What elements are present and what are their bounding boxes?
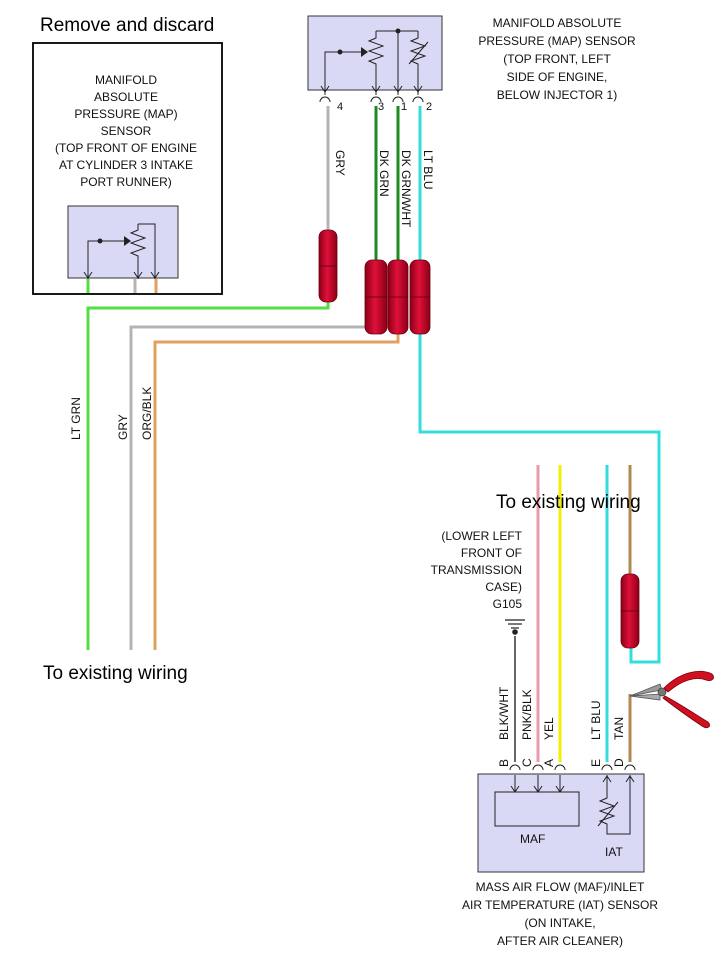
remove-discard-panel: Remove and discard MANIFOLD ABSOLUTE PRE…	[32, 15, 223, 295]
to-existing-wiring-left: To existing wiring	[43, 663, 188, 684]
wire-label-tan: TAN	[612, 717, 626, 740]
wire-label-yel: YEL	[542, 717, 556, 740]
maf-sensor-line: MASS AIR FLOW (MAF)/INLET	[476, 880, 645, 894]
maf-pin-caps	[509, 764, 636, 771]
ground-label: (LOWER LEFT FRONT OF TRANSMISSION CASE) …	[431, 529, 523, 611]
wire-label-lt-blu: LT BLU	[421, 150, 435, 190]
maf-pin-letters: B C A E D	[497, 758, 626, 767]
maf-pin-label: A	[542, 759, 556, 767]
new-sensor-line: BELOW INJECTOR 1)	[497, 88, 617, 102]
wire-label-org-blk: ORG/BLK	[140, 387, 154, 440]
old-map-sensor-box	[67, 205, 179, 279]
maf-sensor-line: (ON INTAKE,	[524, 916, 595, 930]
butt-connectors	[318, 229, 640, 649]
new-sensor-line: MANIFOLD ABSOLUTE	[493, 16, 622, 30]
maf-wire-labels: BLK/WHT PNK/BLK YEL LT BLU TAN	[497, 686, 626, 740]
new-sensor-line: PRESSURE (MAP) SENSOR	[478, 34, 636, 48]
new-sensor-line: SIDE OF ENGINE,	[507, 70, 608, 84]
wire-label-pnk-blk: PNK/BLK	[520, 689, 534, 740]
old-sensor-line: ABSOLUTE	[94, 90, 158, 104]
old-sensor-line: PORT RUNNER)	[80, 175, 172, 189]
harness-wire-labels: LT GRN GRY ORG/BLK	[69, 387, 154, 440]
wire-lt-grn	[86, 300, 330, 650]
remove-heading: Remove and discard	[40, 15, 214, 36]
maf-pin-label: B	[497, 759, 511, 767]
wire-label-lt-grn: LT GRN	[69, 397, 83, 440]
map-pin-label: 2	[426, 101, 432, 113]
old-sensor-line: SENSOR	[101, 124, 152, 138]
new-map-sensor	[307, 15, 443, 103]
wire-label-gry-left: GRY	[116, 414, 130, 440]
map-pin-label: 3	[378, 101, 384, 113]
wire-cutter-icon	[629, 671, 714, 729]
maf-pin-label: E	[589, 759, 603, 767]
maf-iat-sensor-box: MAF IAT	[477, 773, 645, 873]
maf-sensor-label: MASS AIR FLOW (MAF)/INLET AIR TEMPERATUR…	[462, 880, 658, 948]
maf-sensor-line: AFTER AIR CLEANER)	[497, 934, 623, 948]
ground-line: (LOWER LEFT	[441, 529, 522, 543]
ground-line: CASE)	[485, 580, 522, 594]
maf-label: MAF	[520, 832, 545, 846]
maf-sensor-line: AIR TEMPERATURE (IAT) SENSOR	[462, 898, 658, 912]
ground-symbol-icon	[505, 619, 525, 635]
old-sensor-line: AT CYLINDER 3 INTAKE	[59, 158, 193, 172]
maf-pin-label: D	[612, 758, 626, 767]
wire-label-gry: GRY	[333, 150, 347, 176]
wire-lt-blu-run	[418, 332, 661, 664]
wire-label-blk-wht: BLK/WHT	[497, 686, 511, 740]
maf-pin-label: C	[520, 758, 534, 767]
old-sensor-label: MANIFOLD ABSOLUTE PRESSURE (MAP) SENSOR …	[55, 73, 197, 189]
new-sensor-line: (TOP FRONT, LEFT	[503, 52, 611, 66]
ground-line: TRANSMISSION	[431, 563, 522, 577]
map-pin-numbers: 4 3 1 2	[337, 101, 432, 113]
old-sensor-line: PRESSURE (MAP)	[74, 107, 177, 121]
iat-label: IAT	[605, 845, 623, 859]
new-sensor-label: MANIFOLD ABSOLUTE PRESSURE (MAP) SENSOR …	[478, 16, 636, 102]
wire-label-lt-blu-maf: LT BLU	[589, 700, 603, 740]
wire-gry	[129, 325, 378, 650]
wire-org-blk	[153, 332, 400, 650]
wire-label-dk-grn-wht: DK GRN/WHT	[399, 150, 413, 228]
ground-line: FRONT OF	[461, 546, 522, 560]
map-pin-label: 1	[401, 101, 407, 113]
map-wire-labels: GRY DK GRN DK GRN/WHT LT BLU	[333, 150, 435, 228]
wire-label-dk-grn: DK GRN	[377, 150, 391, 197]
to-existing-wiring-right: To existing wiring	[496, 492, 641, 513]
map-pin-label: 4	[337, 101, 343, 113]
ground-line: G105	[493, 597, 523, 611]
old-sensor-line: MANIFOLD	[95, 73, 157, 87]
old-sensor-line: (TOP FRONT OF ENGINE	[55, 141, 197, 155]
